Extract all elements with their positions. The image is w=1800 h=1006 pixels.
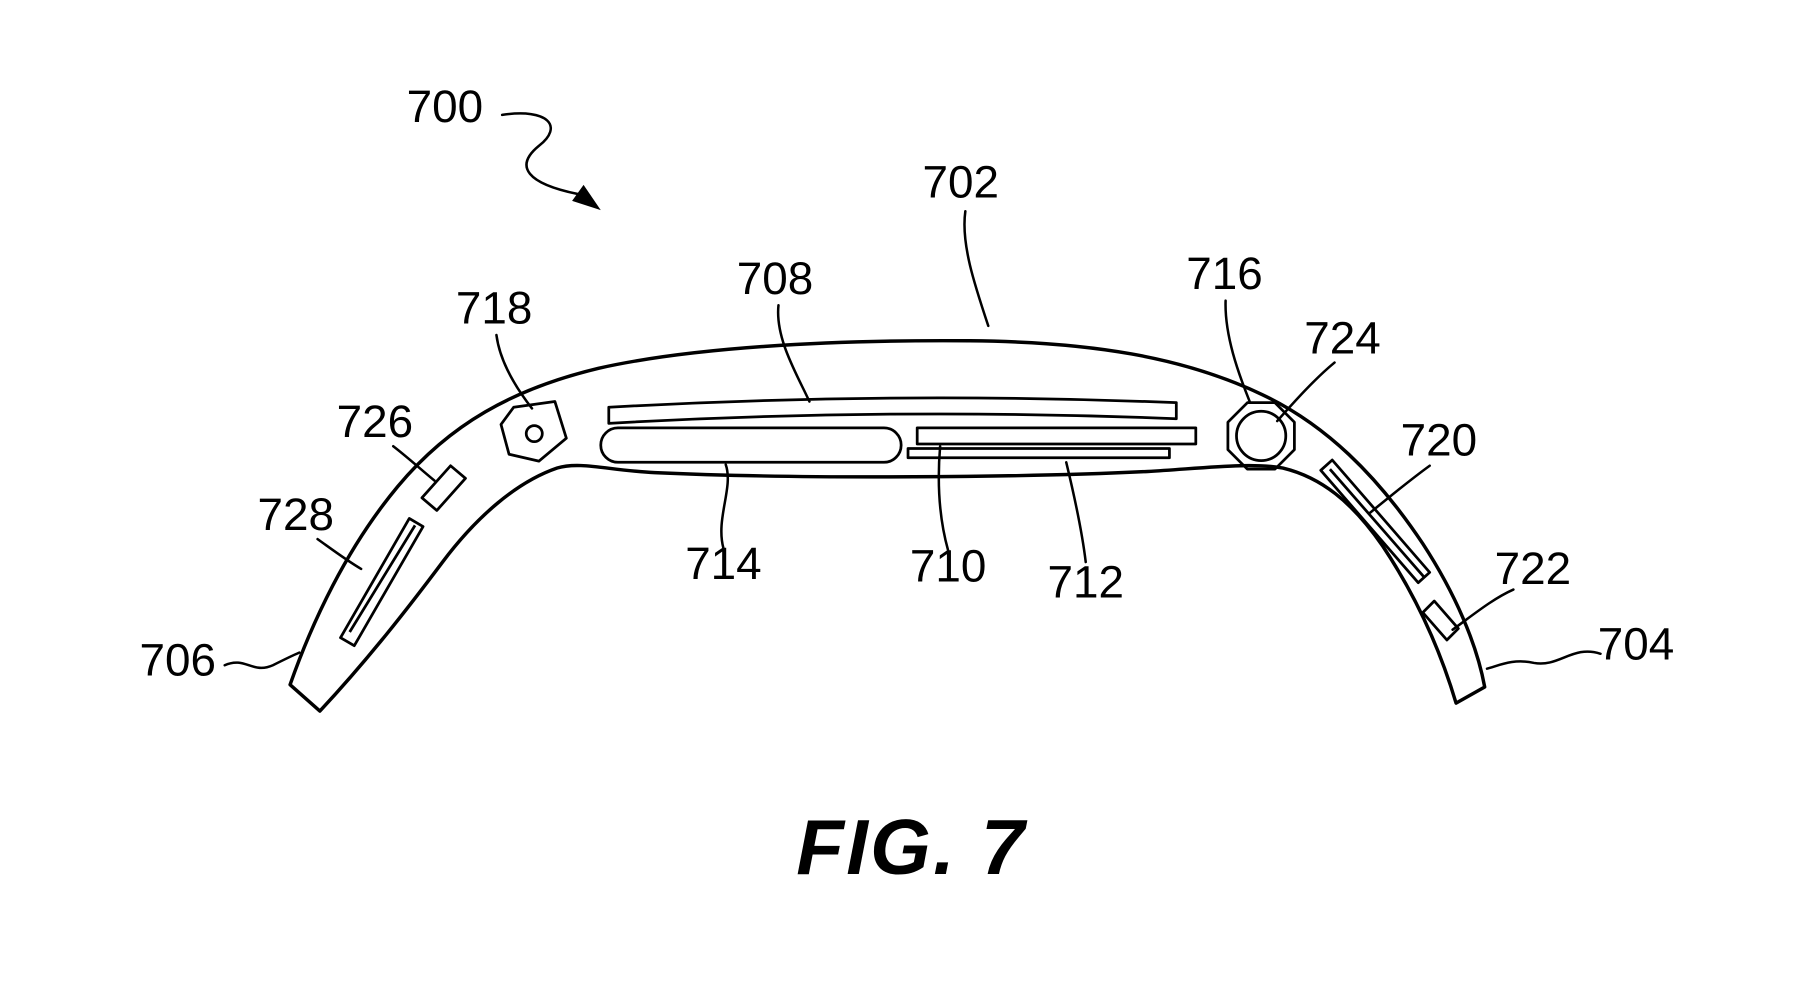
component-720-slot-inner-line <box>1328 468 1425 578</box>
ref-label-724: 724 <box>1304 311 1381 363</box>
component-726-block <box>420 464 467 512</box>
component-718-pivot-pin <box>524 424 544 444</box>
leader-700-arrowhead-icon <box>572 184 601 211</box>
leader-710 <box>937 444 950 552</box>
component-722-block <box>1421 599 1460 642</box>
ref-label-700: 700 <box>407 80 484 132</box>
ref-label-720: 720 <box>1401 413 1478 465</box>
leader-724 <box>1275 361 1336 423</box>
ref-label-718: 718 <box>456 282 533 334</box>
leader-714 <box>720 463 730 550</box>
ref-label-704: 704 <box>1598 617 1675 669</box>
ref-label-728: 728 <box>258 488 335 540</box>
leader-704 <box>1485 650 1602 670</box>
component-714-pill <box>599 426 903 464</box>
leader-700 <box>500 112 580 196</box>
figure-caption: FIG. 7 <box>796 803 1028 891</box>
leader-706 <box>223 651 301 670</box>
ref-label-708: 708 <box>737 252 813 304</box>
leader-728 <box>316 537 363 571</box>
component-708-strip <box>607 396 1178 425</box>
ref-label-714: 714 <box>685 537 761 589</box>
leader-718 <box>495 333 534 410</box>
ref-label-722: 722 <box>1495 542 1572 594</box>
component-720-slot <box>1319 458 1432 585</box>
component-710-strip <box>915 426 1198 446</box>
component-718-pivot-housing <box>499 400 568 463</box>
ref-label-706: 706 <box>139 634 215 686</box>
ref-label-702: 702 <box>923 155 999 207</box>
component-712-strip <box>906 447 1171 460</box>
leader-702 <box>963 209 990 328</box>
ref-label-712: 712 <box>1047 556 1124 608</box>
component-728-slot <box>339 517 425 648</box>
leader-720 <box>1368 464 1431 515</box>
leader-716 <box>1224 299 1251 403</box>
ref-label-710: 710 <box>910 540 986 592</box>
leader-726 <box>391 444 436 482</box>
component-728-slot-inner-line <box>348 524 417 633</box>
component-716-octagon-mount <box>1226 401 1296 471</box>
leader-708 <box>776 303 811 403</box>
ref-label-726: 726 <box>337 395 414 447</box>
ref-label-716: 716 <box>1186 247 1263 299</box>
leader-722 <box>1451 588 1515 631</box>
component-724-circular-element <box>1235 409 1288 462</box>
band-body-outline <box>288 338 1487 713</box>
leader-712 <box>1064 461 1087 564</box>
